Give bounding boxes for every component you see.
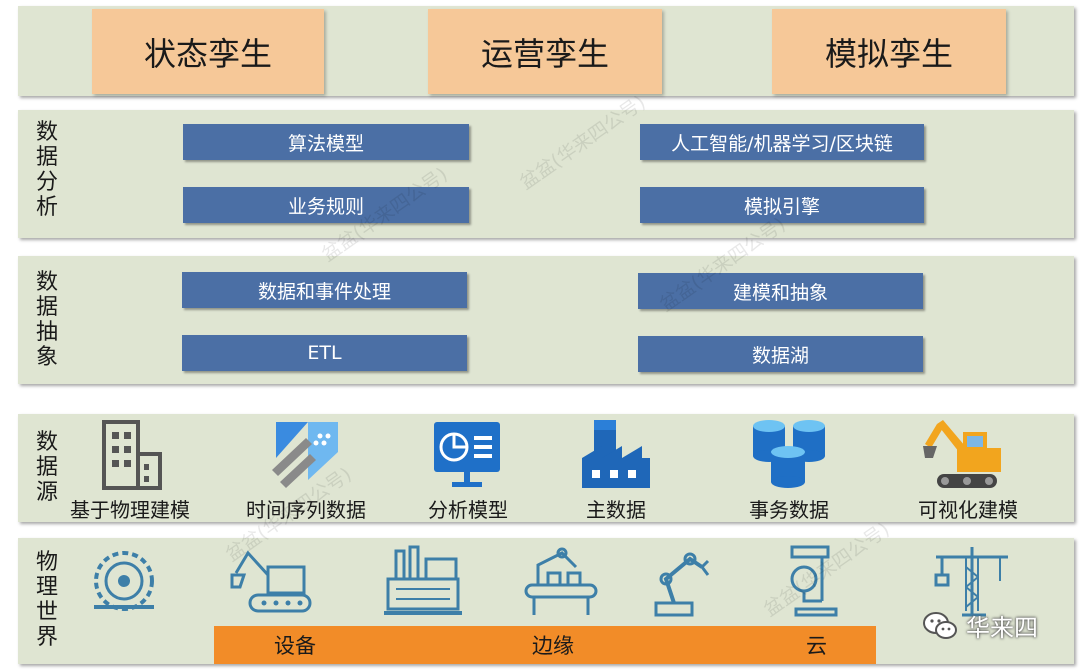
source-transaction-data: 事务数据 (730, 418, 848, 523)
tier-cloud: 云 (806, 634, 827, 658)
excavator-outline-icon (230, 550, 312, 613)
abstraction-box-datalake: 数据湖 (638, 336, 923, 372)
database-icon (753, 420, 825, 488)
factory-icon (582, 420, 650, 488)
source-label: 分析模型 (428, 498, 508, 522)
time-series-icon (272, 422, 338, 488)
abstraction-box-events: 数据和事件处理 (182, 272, 467, 308)
tier-edge: 边缘 (532, 634, 574, 658)
microscope-icon (790, 545, 838, 617)
source-label: 时间序列数据 (246, 498, 366, 522)
analysis-box-rules: 业务规则 (183, 187, 469, 223)
sources-label: 数据源 (35, 430, 58, 505)
abstraction-box-modeling: 建模和抽象 (638, 273, 923, 309)
source-analysis-model: 分析模型 (405, 418, 531, 523)
twin-tab-operations: 运营孪生 (428, 9, 662, 94)
source-physics-modeling: 基于物理建模 (62, 418, 198, 523)
analysis-box-sim-engine: 模拟引擎 (640, 187, 924, 223)
analysis-box-ai: 人工智能/机器学习/区块链 (640, 124, 924, 160)
building-icon (102, 420, 162, 490)
tower-crane-icon (934, 547, 1008, 617)
physical-label: 物理世界 (35, 550, 58, 650)
assembly-line-icon (524, 547, 598, 615)
wechat-icon (923, 611, 957, 639)
excavator-icon (923, 420, 1001, 488)
source-label: 可视化建模 (918, 498, 1018, 522)
source-label: 主数据 (586, 498, 646, 522)
brand-badge: 华来四 (922, 608, 1038, 643)
analysis-model-icon (434, 422, 500, 487)
abstraction-box-etl: ETL (182, 335, 467, 371)
twin-tab-state: 状态孪生 (92, 9, 324, 94)
sources-band (18, 414, 1074, 522)
analysis-box-algorithm: 算法模型 (183, 124, 469, 160)
saw-blade-icon (94, 551, 154, 611)
source-label: 事务数据 (749, 498, 829, 522)
twin-tab-simulation: 模拟孪生 (772, 9, 1006, 94)
source-visual-modeling: 可视化建模 (900, 418, 1036, 523)
source-label: 基于物理建模 (70, 498, 190, 522)
tier-device: 设备 (274, 634, 316, 658)
source-time-series: 时间序列数据 (238, 418, 374, 523)
analysis-label: 数据分析 (35, 120, 58, 220)
abstraction-label: 数据抽象 (35, 270, 58, 370)
source-master-data: 主数据 (566, 418, 666, 523)
tier-bar (214, 626, 876, 664)
factory-outline-icon (384, 545, 462, 615)
robot-arm-icon (654, 552, 710, 617)
brand-name: 华来四 (966, 614, 1038, 642)
